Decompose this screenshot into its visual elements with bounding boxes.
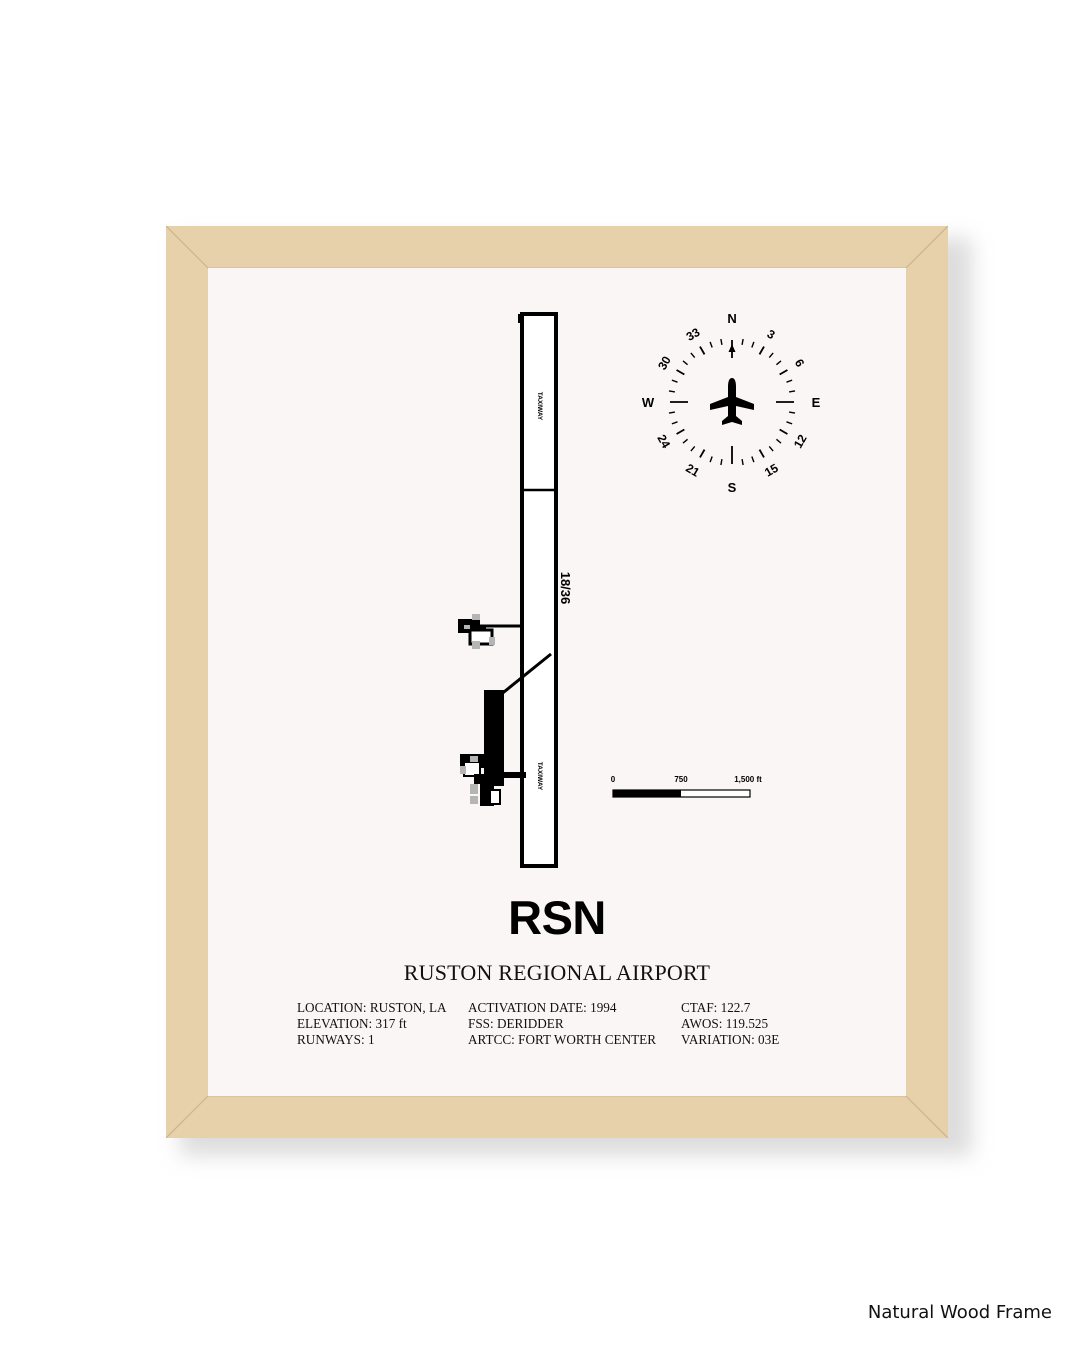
compass-tick: [676, 428, 685, 435]
compass-tick: [788, 390, 796, 393]
compass-tick: [786, 379, 793, 383]
compass-6: 6: [792, 357, 808, 370]
airport-code: RSN: [508, 891, 606, 944]
info-column-3: CTAF: 122.7 AWOS: 119.525 VARIATION: 03E: [681, 1000, 779, 1048]
compass-tick: [751, 341, 755, 348]
compass-s: S: [728, 480, 737, 495]
main-apron: [460, 690, 526, 806]
airport-diagram: 18/36 TAXIWAY TAXIWAY: [458, 311, 821, 868]
info-location: LOCATION: RUSTON, LA: [297, 1000, 447, 1015]
compass-tick: [779, 369, 788, 376]
airport-print: 18/36 TAXIWAY TAXIWAY: [208, 268, 906, 1096]
compass-3: 3: [765, 327, 778, 343]
compass-tick: [668, 411, 676, 414]
compass-tick: [751, 456, 755, 463]
compass-tick: [741, 458, 744, 466]
compass-tick: [709, 456, 713, 463]
taxiway-label-south: TAXIWAY: [536, 762, 543, 791]
info-artcc: ARTCC: FORT WORTH CENTER: [468, 1032, 657, 1047]
scale-mid: 750: [674, 775, 688, 784]
compass-tick: [699, 449, 706, 458]
compass-tick: [775, 438, 782, 444]
info-variation: VARIATION: 03E: [681, 1032, 780, 1047]
compass-rose: N S E W 3 6 12 15 21 24 30 33: [642, 311, 821, 495]
compass-e: E: [812, 395, 821, 410]
info-column-2: ACTIVATION DATE: 1994 FSS: DERIDDER ARTC…: [468, 1000, 656, 1048]
info-awos: AWOS: 119.525: [681, 1016, 769, 1031]
info-column-1: LOCATION: RUSTON, LA ELEVATION: 317 ft R…: [297, 1000, 447, 1048]
runway-label: 18/36: [558, 572, 573, 605]
scale-bar: 0 750 1,500 ft: [611, 775, 762, 798]
compass-tick: [709, 341, 713, 348]
compass-tick: [671, 421, 678, 425]
compass-n: N: [727, 311, 736, 326]
compass-tick: [690, 352, 696, 359]
info-elevation: ELEVATION: 317 ft: [297, 1016, 407, 1031]
info-activation-date: ACTIVATION DATE: 1994: [468, 1000, 617, 1015]
compass-tick: [741, 338, 744, 346]
compass-tick: [671, 379, 678, 383]
compass-tick: [720, 458, 723, 466]
compass-12: 12: [791, 432, 810, 451]
compass-tick: [768, 352, 774, 359]
compass-tick: [668, 390, 676, 393]
info-fss: FSS: DERIDDER: [468, 1016, 564, 1031]
taxiway-label-north: TAXIWAY: [536, 392, 543, 421]
scale-zero: 0: [611, 775, 616, 784]
info-runways: RUNWAYS: 1: [297, 1032, 375, 1047]
runway-18-36: [518, 312, 558, 868]
info-ctaf: CTAF: 122.7: [681, 1000, 751, 1015]
product-caption: Natural Wood Frame: [867, 1302, 1052, 1323]
compass-tick: [758, 449, 765, 458]
compass-15: 15: [762, 461, 781, 480]
north-arrow-icon: [728, 344, 736, 352]
compass-21: 21: [683, 461, 702, 480]
compass-tick: [699, 346, 706, 355]
airport-name: RUSTON REGIONAL AIRPORT: [403, 960, 711, 985]
compass-33: 33: [684, 325, 703, 344]
compass-tick: [768, 445, 774, 452]
north-apron: [458, 614, 524, 649]
compass-tick: [682, 360, 689, 366]
compass-tick: [786, 421, 793, 425]
compass-30: 30: [655, 353, 674, 372]
compass-tick: [720, 338, 723, 346]
airplane-icon: [710, 378, 754, 425]
compass-tick: [775, 360, 782, 366]
compass-w: W: [642, 395, 655, 410]
compass-tick: [690, 445, 696, 452]
compass-tick: [676, 369, 685, 376]
compass-tick: [758, 346, 765, 355]
compass-tick: [779, 428, 788, 435]
compass-24: 24: [654, 432, 673, 451]
compass-tick: [682, 438, 689, 444]
compass-tick: [788, 411, 796, 414]
scale-max: 1,500 ft: [734, 775, 762, 784]
